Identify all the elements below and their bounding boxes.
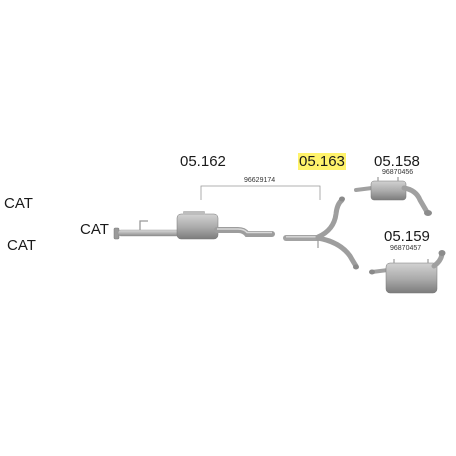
part-number-05158[interactable]: 05.158 [374,153,420,170]
oem-number-96870457: 96870457 [390,245,422,252]
cat-label-1: CAT [4,195,33,212]
rear-muffler-05159 [369,250,446,294]
part-number-05159[interactable]: 05.159 [384,228,430,245]
oem-number-96870456: 96870456 [382,169,414,176]
bracket-05162 [200,185,321,200]
part-number-05162[interactable]: 05.162 [180,153,226,170]
front-pipe-05162 [113,211,275,240]
y-pipe-05163 [283,196,359,270]
part-number-05163[interactable]: 05.163 [298,153,346,170]
oem-number-96629174: 96629174 [244,177,276,184]
cat-label-3: CAT [80,221,109,238]
rear-muffler-05158 [354,177,432,216]
cat-label-2: CAT [7,237,36,254]
